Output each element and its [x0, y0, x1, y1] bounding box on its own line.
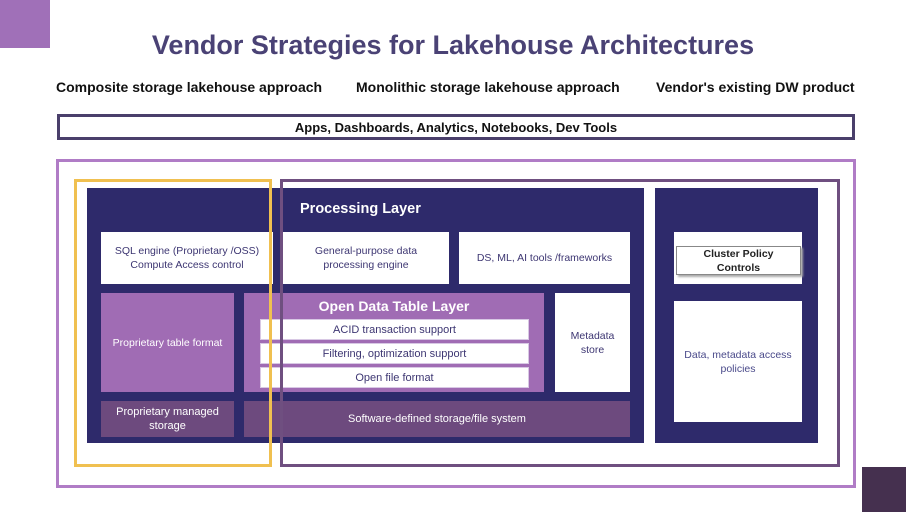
access-policies-box: Data, metadata access policies	[674, 301, 802, 422]
apps-bar: Apps, Dashboards, Analytics, Notebooks, …	[57, 114, 855, 140]
heading-composite: Composite storage lakehouse approach	[56, 79, 323, 95]
processing-layer-title: Processing Layer	[300, 201, 421, 217]
odt-row-acid: ACID transaction support	[260, 319, 529, 340]
ds-ml-ai-box: DS, ML, AI tools /frameworks	[459, 232, 630, 284]
sql-engine-box: SQL engine (Proprietary /OSS) Compute Ac…	[101, 232, 273, 284]
corner-decoration-top-left	[0, 0, 50, 48]
proprietary-managed-storage-box: Proprietary managed storage	[101, 401, 234, 437]
heading-existing-dw: Vendor's existing DW product	[656, 79, 855, 95]
cluster-policy-controls-box: Cluster Policy Controls	[676, 246, 801, 275]
composite-approach-outline	[74, 179, 272, 467]
odt-row-filtering: Filtering, optimization support	[260, 343, 529, 364]
software-defined-storage-box: Software-defined storage/file system	[244, 401, 630, 437]
outer-frame	[56, 159, 856, 488]
metadata-store-box: Metadata store	[555, 293, 630, 392]
open-data-table-layer-title: Open Data Table Layer	[318, 298, 470, 314]
page-title: Vendor Strategies for Lakehouse Architec…	[151, 29, 755, 60]
proprietary-table-format-box: Proprietary table format	[101, 293, 234, 392]
odt-row-open-file-format: Open file format	[260, 367, 529, 388]
general-purpose-engine-box: General-purpose data processing engine	[283, 232, 449, 284]
heading-monolithic: Monolithic storage lakehouse approach	[356, 79, 620, 95]
corner-decoration-bottom-right	[862, 467, 906, 512]
monolithic-approach-outline	[280, 179, 840, 467]
